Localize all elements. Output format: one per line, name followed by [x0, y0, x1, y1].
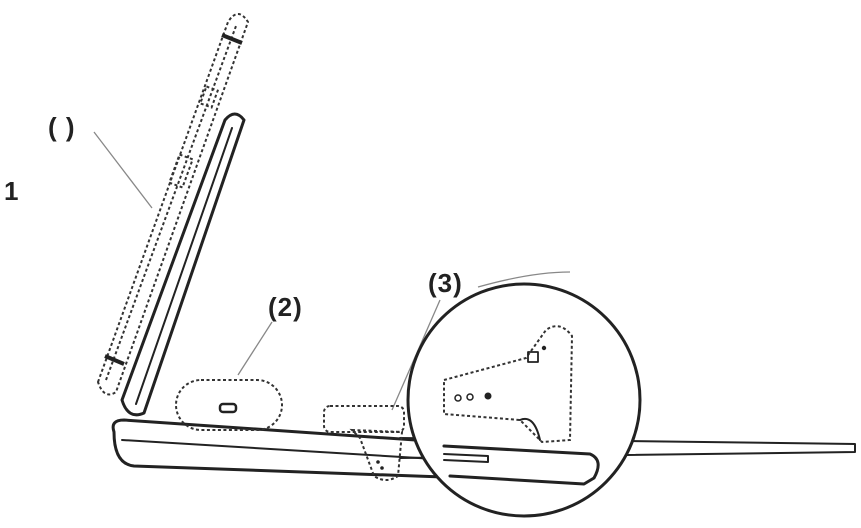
label-phone: ( ) [48, 112, 76, 142]
charging-stand-panel [120, 112, 246, 417]
leader-line-2 [237, 321, 273, 376]
magnified-detail [406, 282, 642, 518]
leader-line-3 [477, 271, 571, 288]
leader-line-1 [93, 131, 153, 209]
watch-dock [323, 405, 405, 481]
label-earbuds: (2) [268, 292, 303, 322]
label-watch: (3) [428, 268, 463, 298]
label-number-1: 1 [4, 176, 20, 206]
earbuds-case [175, 379, 283, 431]
phone-outline [96, 13, 250, 396]
